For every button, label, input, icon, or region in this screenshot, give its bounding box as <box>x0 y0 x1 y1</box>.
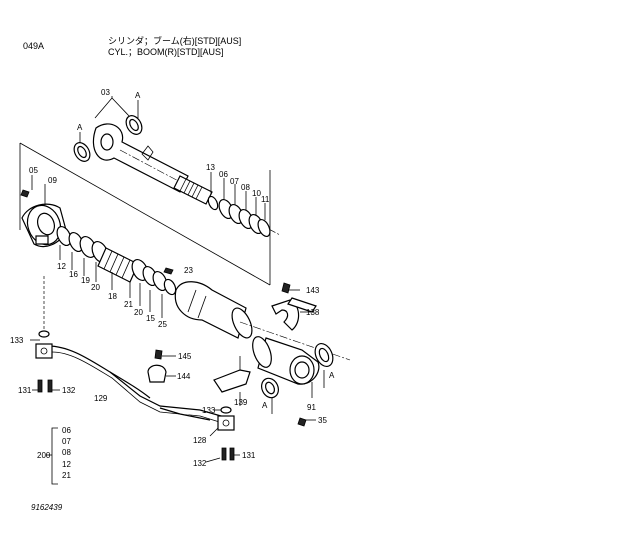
callout-35: 35 <box>318 416 327 425</box>
bolt-145 <box>154 349 163 360</box>
callout-143: 143 <box>306 286 320 295</box>
set-200-bracket <box>51 427 58 485</box>
callout-A-3: A <box>262 401 268 410</box>
title-japanese: シリンダ；ブーム(右)[STD][AUS] <box>108 36 242 46</box>
callout-07: 07 <box>230 177 239 186</box>
set-item-0: 06 <box>62 426 71 435</box>
callout-132-left: 132 <box>62 386 76 395</box>
pipe-128 <box>159 407 211 421</box>
title-english: CYL.；BOOM(R)[STD][AUS] <box>108 47 224 57</box>
callout-06: 06 <box>219 170 228 179</box>
piston-part <box>174 281 253 339</box>
clamp-144 <box>147 364 167 383</box>
callout-132-right: 132 <box>193 459 207 468</box>
bracket-139 <box>213 369 251 393</box>
callout-12: 12 <box>57 262 66 271</box>
callout-10: 10 <box>252 189 261 198</box>
page-code: 049A <box>23 41 45 51</box>
callout-25: 25 <box>158 320 167 329</box>
bolt-05 <box>20 189 30 198</box>
callout-A-2: A <box>135 91 141 100</box>
callout-08: 08 <box>241 183 250 192</box>
callout-15: 15 <box>146 314 155 323</box>
callout-20-a: 20 <box>91 283 100 292</box>
drawing-code: 9162439 <box>31 503 63 512</box>
callout-145: 145 <box>178 352 192 361</box>
callout-144: 144 <box>177 372 191 381</box>
callout-A-1: A <box>77 123 83 132</box>
callout-03: 03 <box>101 88 110 97</box>
set-number: 200 <box>37 451 51 460</box>
callout-131-left: 131 <box>18 386 32 395</box>
callout-23: 23 <box>184 266 193 275</box>
flange-right <box>217 406 235 461</box>
clamp-bracket-138 <box>271 297 317 331</box>
pipe-129 <box>47 345 229 419</box>
callout-131-right: 131 <box>242 451 256 460</box>
group-bracket-diagonal <box>19 142 271 286</box>
bolt-143 <box>281 282 291 294</box>
callout-09: 09 <box>48 176 57 185</box>
callout-05: 05 <box>29 166 38 175</box>
grease-fitting-35 <box>297 417 307 427</box>
cylinder-tube-part <box>252 336 334 399</box>
flange-left <box>35 330 53 393</box>
callout-20-b: 20 <box>134 308 143 317</box>
seal-ring-stack-upper <box>207 195 271 238</box>
head-seal-stack <box>56 225 177 296</box>
callout-133-right: 133 <box>202 406 216 415</box>
set-screw-23 <box>163 267 174 275</box>
callout-A-4: A <box>329 371 335 380</box>
callout-129: 129 <box>94 394 108 403</box>
callout-19: 19 <box>81 276 90 285</box>
callout-139: 139 <box>234 398 248 407</box>
callout-91: 91 <box>307 403 316 412</box>
callout-133-left: 133 <box>10 336 24 345</box>
callout-16: 16 <box>69 270 78 279</box>
set-item-4: 21 <box>62 471 71 480</box>
callout-128: 128 <box>193 436 207 445</box>
callout-11: 11 <box>261 195 270 204</box>
cylinder-head-part <box>21 203 67 248</box>
set-item-3: 12 <box>62 460 71 469</box>
callout-138: 138 <box>306 308 320 317</box>
callout-18: 18 <box>108 292 117 301</box>
callout-13: 13 <box>206 163 215 172</box>
rod-eye-part <box>73 115 281 236</box>
callout-21: 21 <box>124 300 133 309</box>
set-item-2: 08 <box>62 448 71 457</box>
set-item-1: 07 <box>62 437 71 446</box>
